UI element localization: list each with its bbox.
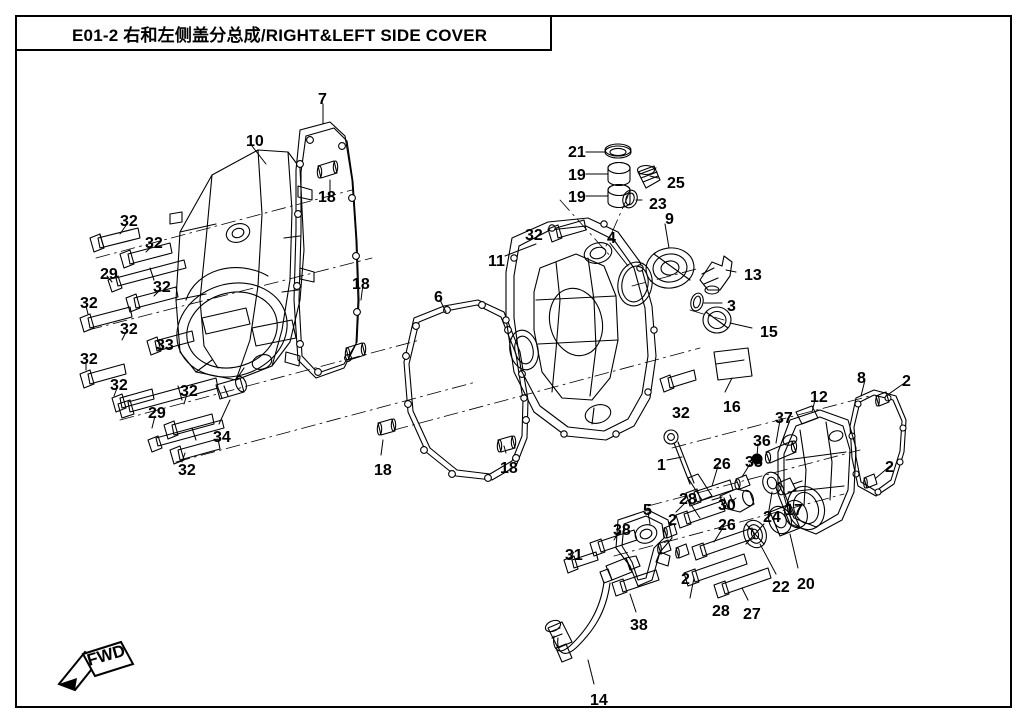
water-pump-cover-12-art [777, 405, 857, 535]
fwd-orientation-marker: FWD [57, 640, 135, 692]
callout-bolt: 28 [712, 603, 730, 620]
callout-bushing-upper: 19 [568, 167, 586, 184]
callout-left-cover-gasket: 7 [318, 91, 327, 108]
callout-screw-plug: 25 [667, 175, 685, 192]
callout-left-crankcase-cover: 10 [246, 133, 264, 150]
callout-o-ring-small: 23 [649, 196, 667, 213]
callout-flange-bolt: 32 [525, 227, 543, 244]
callout-flange-bolt: 32 [120, 321, 138, 338]
callout-dowel-pin: 2 [902, 373, 911, 390]
callout-steel-ball: 36 [753, 433, 771, 450]
leader-lines [85, 103, 904, 685]
right-cover-bolts [547, 219, 697, 393]
sleeve-20-art [768, 499, 808, 537]
callout-seal-ring: 22 [772, 579, 790, 596]
callout-flange-bolt: 32 [672, 405, 690, 422]
callout-flange-bolt: 32 [145, 235, 163, 252]
callout-dowel-pin: 18 [352, 276, 370, 293]
callout-o-ring: 3 [727, 298, 736, 315]
bracket-5-art [615, 509, 673, 587]
breather-fitting-13-art [699, 255, 733, 295]
dowel-pin-18a [316, 160, 339, 179]
washer-24-art [762, 471, 782, 495]
left-cover-gasket-art [293, 121, 367, 379]
washer-21-art [604, 143, 632, 159]
callout-bolt: 31 [565, 547, 583, 564]
callout-bolt: 26 [718, 517, 736, 534]
callout-flange-bolt: 32 [110, 377, 128, 394]
right-bolt-cluster [563, 479, 772, 599]
callout-spring-seat: 35 [745, 454, 763, 471]
callout-bolt: 28 [679, 491, 697, 508]
callout-oil-nozzle: 34 [213, 429, 231, 446]
callout-side-cover-gasket: 8 [857, 370, 866, 387]
callout-flange-bolt: 32 [80, 351, 98, 368]
diagram-title-block: E01-2 右和左侧盖分总成/RIGHT&LEFT SIDE COVER [15, 15, 552, 51]
assembly-axis-lines [87, 189, 871, 557]
callout-flange-bolt: 32 [80, 295, 98, 312]
callout-pin: 37 [775, 410, 793, 427]
callout-flange-bolt: 32 [178, 462, 196, 479]
callout-dowel-pin: 18 [318, 189, 336, 206]
callout-dowel-pin: 2 [681, 571, 690, 588]
callout-fitting: 17 [785, 502, 803, 519]
screw-plug-25-art [636, 164, 661, 189]
dowel-pin-18d [496, 435, 517, 453]
callout-washer: 24 [763, 509, 781, 526]
callout-oil-seal: 15 [760, 324, 778, 341]
dowel-pin-2b [863, 473, 878, 489]
callout-right-cover-gasket: 6 [434, 289, 443, 306]
callout-bushing-lower: 19 [568, 189, 586, 206]
callout-flange-bolt: 32 [120, 213, 138, 230]
callout-breather-fitting: 13 [744, 267, 762, 284]
callout-oil-hose: 14 [590, 692, 608, 709]
fitting-17-art [775, 477, 803, 496]
callout-bolt: 26 [713, 456, 731, 473]
left-bolt-cluster [79, 227, 225, 465]
oil-seal-15-art [702, 306, 732, 334]
oil-nozzle-34-art [215, 375, 247, 400]
callout-dowel-pin: 2 [668, 512, 677, 529]
callout-sleeve: 20 [797, 576, 815, 593]
left-crankcase-cover-art [169, 149, 315, 381]
oil-dipstick-1-art [663, 429, 713, 501]
callout-water-pump-cover: 12 [810, 389, 828, 406]
dowel-pin-18c [376, 418, 397, 436]
o-ring-23-art [622, 189, 638, 209]
callout-dowel-pin: 18 [500, 460, 518, 477]
callout-right-crankcase-cover: 11 [488, 253, 505, 270]
callout-dowel-pin: 18 [374, 462, 392, 479]
callout-bolt: 27 [743, 606, 761, 623]
callout-oil-seal-collar: 9 [665, 211, 674, 228]
callout-flange-bolt: 32 [180, 383, 198, 400]
callout-oil-pressure-switch: 30 [718, 497, 736, 514]
dowel-pin-2a [875, 391, 890, 407]
callout-oil-dipstick: 1 [657, 457, 666, 474]
callout-name-plate: 16 [723, 399, 741, 416]
callout-bracket: 5 [643, 502, 652, 519]
callout-o-ring-large: 4 [607, 230, 616, 247]
callout-dowel-pin: 2 [885, 459, 894, 476]
name-plate-16-art [713, 347, 753, 381]
callout-stud-bolt: 29 [100, 266, 118, 283]
callout-flange-bolt: 32 [153, 279, 171, 296]
o-ring-3-art [690, 292, 704, 312]
oil-hose-14-art [544, 555, 641, 663]
callout-washer: 21 [568, 144, 586, 161]
right-cover-gasket-art [376, 299, 530, 482]
page-title: E01-2 右和左侧盖分总成/RIGHT&LEFT SIDE COVER [72, 25, 488, 45]
pin-37-art [764, 440, 798, 464]
seal-collar-9-art [645, 247, 695, 289]
seal-ring-22-art [743, 519, 767, 549]
callout-bolt: 38 [613, 522, 631, 539]
callout-stud-bolt: 29 [148, 405, 166, 422]
bushing-19a-art [607, 161, 631, 187]
side-cover-gasket-8-art [848, 389, 907, 497]
o-ring-4-art [617, 261, 653, 307]
callout-bolt: 38 [630, 617, 648, 634]
right-crankcase-cover-art [502, 217, 658, 441]
callout-long-bolt: 33 [156, 337, 174, 354]
